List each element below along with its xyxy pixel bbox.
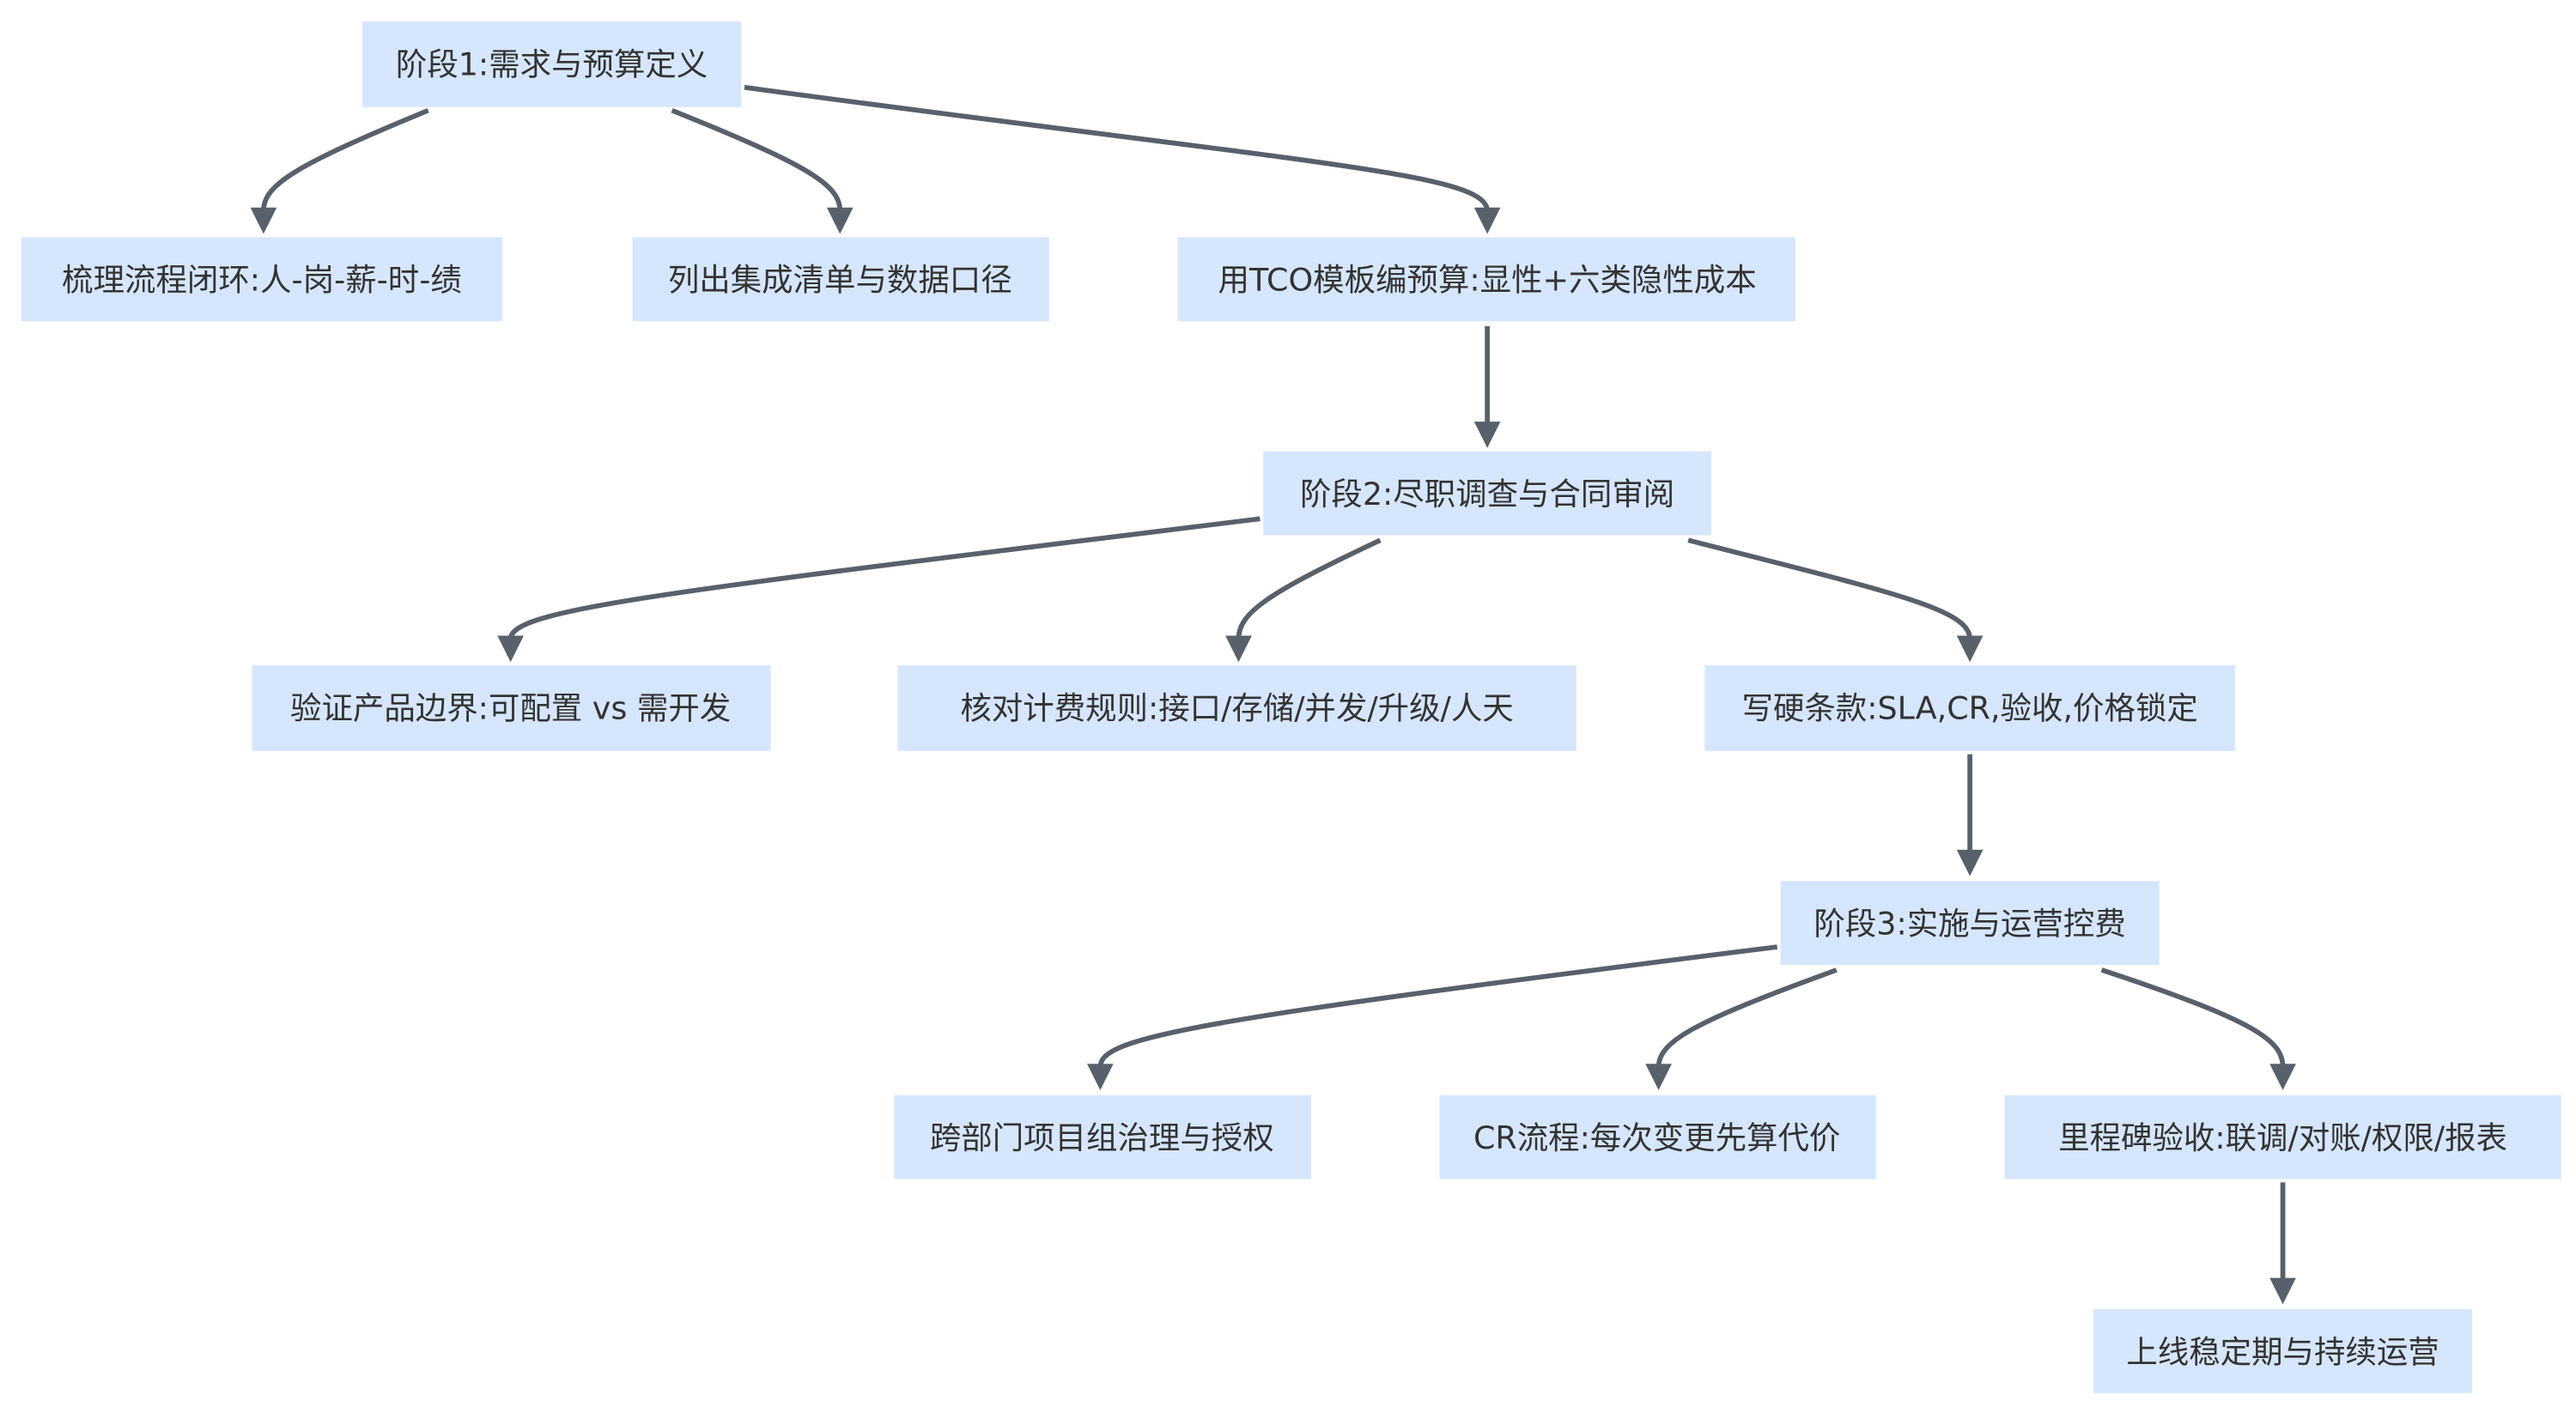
- arrowhead-icon: [1225, 635, 1252, 663]
- node-stage2: 阶段2:尽职调查与合同审阅: [1263, 451, 1711, 536]
- arrowhead-icon: [1473, 421, 1501, 448]
- edge-stage1-process: [261, 107, 429, 211]
- node-label: 核对计费规则:接口/存储/并发/升级/人天: [960, 689, 1513, 726]
- node-stage3: 阶段3:实施与运营控费: [1780, 881, 2160, 966]
- arrowhead-icon: [2269, 1064, 2296, 1090]
- node-label: 写硬条款:SLA,CR,验收,价格锁定: [1741, 689, 2197, 726]
- node-label: 阶段2:尽职调查与合同审阅: [1300, 476, 1674, 512]
- edge-stage1-integration: [671, 107, 843, 211]
- node-label: 上线稳定期与持续运营: [2126, 1333, 2439, 1370]
- arrowhead-icon: [1086, 1064, 1114, 1090]
- edge-stage3-milestone: [2100, 967, 2286, 1068]
- node-process: 梳理流程闭环:人-岗-薪-时-绩: [21, 237, 503, 322]
- arrowhead-icon: [250, 207, 277, 234]
- node-label: 阶段3:实施与运营控费: [1814, 906, 2125, 943]
- node-integration: 列出集成清单与数据口径: [632, 237, 1049, 322]
- node-milestone: 里程碑验收:联调/对账/权限/报表: [2004, 1095, 2561, 1180]
- edge-stage2-terms: [1687, 537, 1972, 640]
- edge-stage2-billing: [1236, 537, 1382, 640]
- arrowhead-icon: [826, 207, 854, 234]
- arrowhead-icon: [2269, 1277, 2296, 1305]
- node-label: 列出集成清单与数据口径: [668, 262, 1012, 299]
- node-label: CR流程:每次变更先算代价: [1473, 1119, 1840, 1156]
- node-label: 阶段1:需求与预算定义: [396, 45, 708, 82]
- arrowhead-icon: [1645, 1064, 1672, 1090]
- node-terms: 写硬条款:SLA,CR,验收,价格锁定: [1704, 665, 2235, 751]
- node-label: 里程碑验收:联调/对账/权限/报表: [2058, 1119, 2507, 1156]
- node-billing: 核对计费规则:接口/存储/并发/升级/人天: [897, 665, 1577, 751]
- arrowheads: [250, 207, 2296, 1305]
- node-boundary: 验证产品边界:可配置 vs 需开发: [252, 665, 771, 751]
- edge-stage3-governance: [1097, 944, 1778, 1068]
- edge-stage2-boundary: [507, 516, 1261, 640]
- node-label: 梳理流程闭环:人-岗-薪-时-绩: [62, 262, 462, 299]
- edge-stage3-cr: [1656, 967, 1838, 1068]
- node-cr: CR流程:每次变更先算代价: [1439, 1095, 1876, 1180]
- node-tco: 用TCO模板编预算:显性+六类隐性成本: [1177, 237, 1795, 322]
- node-stage1: 阶段1:需求与预算定义: [361, 21, 742, 107]
- node-governance: 跨部门项目组治理与授权: [894, 1095, 1311, 1180]
- node-label: 验证产品边界:可配置 vs 需开发: [290, 689, 731, 726]
- node-label: 跨部门项目组治理与授权: [930, 1119, 1274, 1156]
- edge-stage1-tco: [744, 84, 1490, 211]
- arrowhead-icon: [1956, 849, 1984, 876]
- arrowhead-icon: [1956, 635, 1984, 663]
- node-golive: 上线稳定期与持续运营: [2093, 1309, 2473, 1393]
- arrowhead-icon: [1473, 207, 1501, 234]
- arrowhead-icon: [497, 635, 524, 663]
- edges: [261, 84, 2286, 1282]
- node-label: 用TCO模板编预算:显性+六类隐性成本: [1218, 262, 1757, 299]
